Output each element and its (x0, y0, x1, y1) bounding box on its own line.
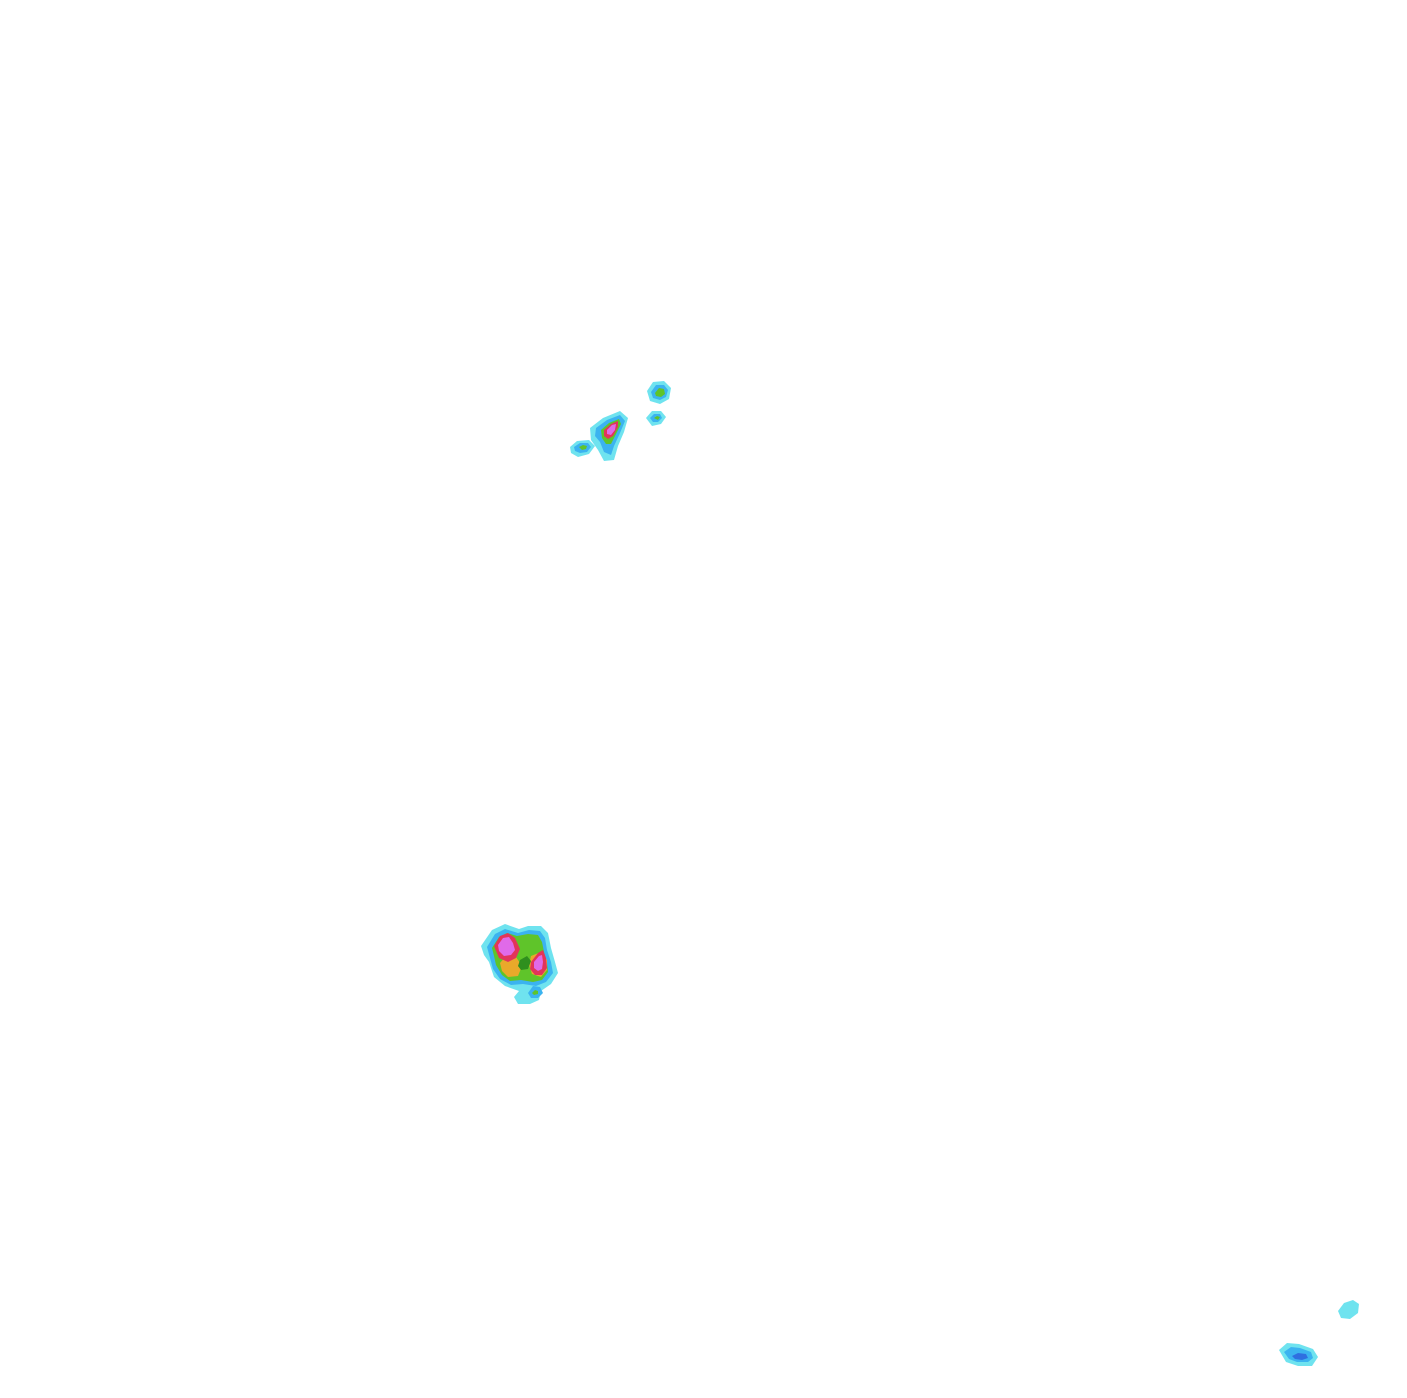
radar-cell-north-main (590, 411, 628, 461)
reflectivity-level-4 (532, 990, 538, 995)
radar-cell-southeast-lower (1279, 1343, 1318, 1366)
radar-cell-north-east-lower (646, 411, 666, 426)
reflectivity-level-4 (654, 416, 660, 420)
reflectivity-level-8 (498, 937, 515, 956)
reflectivity-level-3 (1292, 1353, 1308, 1360)
reflectivity-level-4 (655, 388, 665, 397)
reflectivity-level-1 (1338, 1300, 1359, 1319)
reflectivity-level-4 (579, 445, 587, 450)
radar-cell-north-west (570, 440, 595, 457)
radar-cell-central (481, 924, 558, 1004)
reflectivity-level-5 (518, 956, 531, 970)
reflectivity-level-8 (607, 424, 616, 435)
radar-cell-north-east-upper (647, 381, 671, 404)
reflectivity-level-8 (534, 955, 543, 971)
radar-cell-southeast-upper (1338, 1300, 1359, 1319)
